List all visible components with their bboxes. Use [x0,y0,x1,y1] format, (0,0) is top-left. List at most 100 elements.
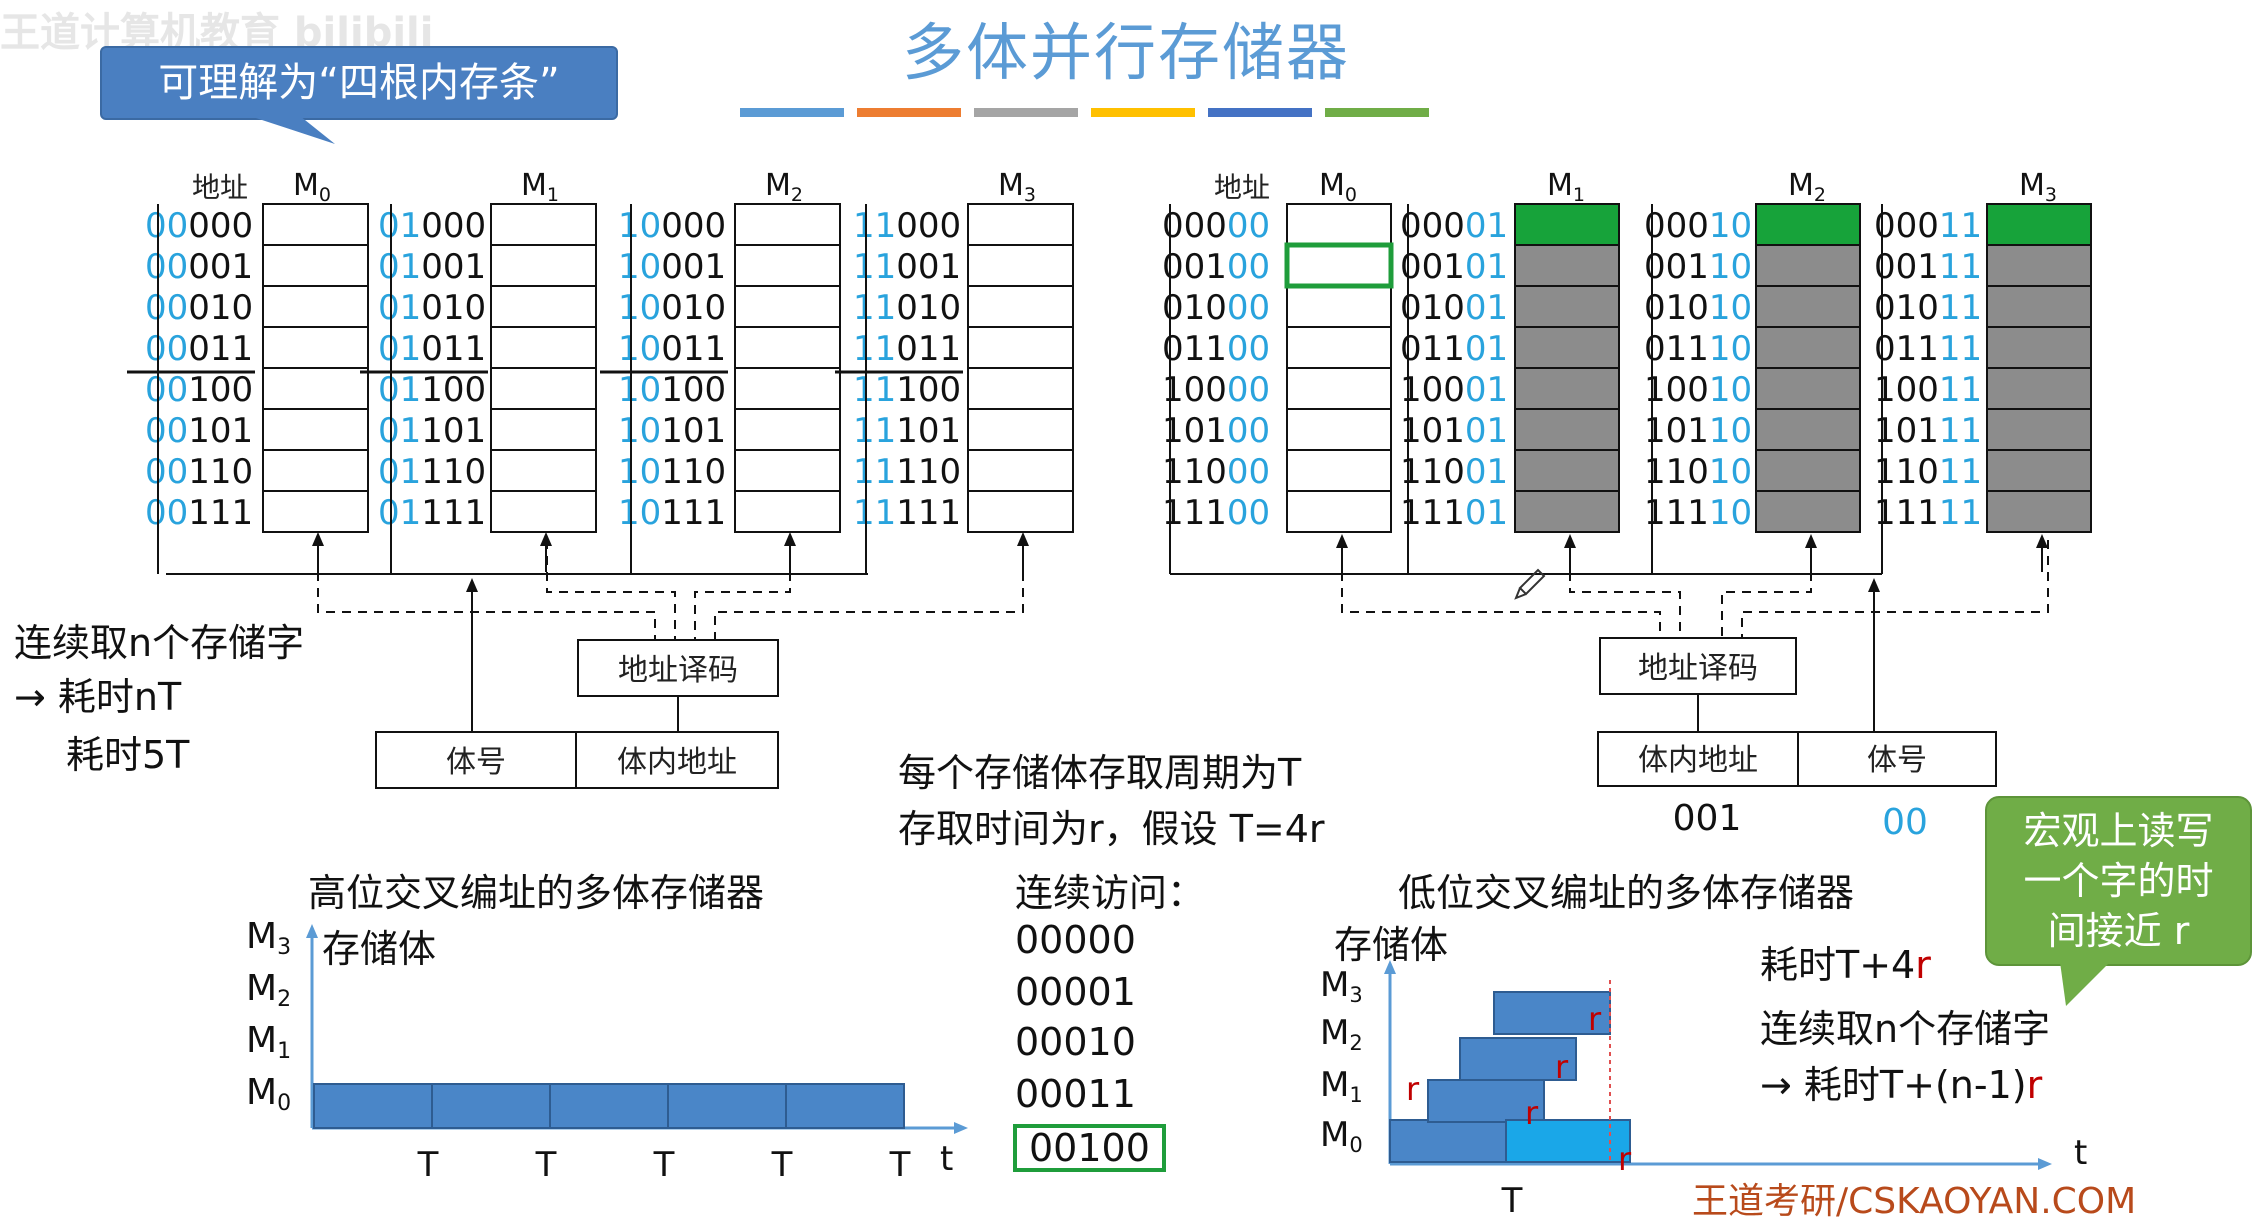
address-label: 10110 [1644,411,1752,451]
address-label: 01110 [1644,329,1752,369]
module-label: M2 [1788,168,1826,206]
address-label: 11001 [853,247,961,287]
tick-label: T [889,1145,911,1185]
memory-cell [967,367,1074,410]
high-timing-ylabel: 存储体 [322,927,437,971]
memory-cell [967,203,1074,246]
memory-cell [490,285,597,328]
memory-cell [967,408,1074,451]
address-label: 00101 [145,411,253,451]
memory-cell [262,244,369,287]
memory-cell [967,326,1074,369]
address-label: 10111 [1874,411,1982,451]
arrow-head [466,578,478,592]
address-label: 11100 [853,370,961,410]
callout-line: 宏观上读写 [2023,809,2214,853]
decode-line [1569,540,1681,640]
address-label: 11110 [1644,493,1752,533]
memory-cell [1286,367,1392,410]
address-label: 11010 [853,288,961,328]
memory-cell [1286,449,1392,492]
memory-cell [1755,449,1861,492]
access-bar [667,1083,787,1129]
address-label: 01100 [1162,329,1270,369]
memory-cell [1286,326,1392,369]
address-label: 00101 [1400,247,1508,287]
r-label: r [1588,1000,1602,1038]
memory-cell [967,490,1074,533]
memory-cell [1514,285,1620,328]
address-label: 01010 [378,288,486,328]
field-label: 体内地址 [617,745,737,780]
y-axis-arrow [306,924,318,938]
memory-cell [490,449,597,492]
address-label: 11111 [853,493,961,533]
callout-four-memory-sticks: 可理解为“四根内存条” [100,46,618,120]
module-label: M1 [521,168,559,206]
address-label: 10101 [618,411,726,451]
memory-cell [1755,203,1861,246]
address-label: 11010 [1644,452,1752,492]
note-time-nT: → 耗时nT [14,675,182,719]
memory-cell [262,326,369,369]
decode-line [1341,540,1661,640]
memory-cell [1514,408,1620,451]
color-bar-segment [857,108,961,117]
access-bar [785,1083,905,1129]
address-label: 00110 [1644,247,1752,287]
memory-cell [1755,367,1861,410]
arrow-head [312,532,324,546]
field-label: 体号 [1867,743,1927,778]
address-label: 01101 [378,411,486,451]
address-label: 11001 [1400,452,1508,492]
arrow-head [784,532,796,546]
address-label: 10000 [618,206,726,246]
address-label: 00000 [1162,206,1270,246]
memory-cell [1514,449,1620,492]
callout-macro-rw-time: 宏观上读写 一个字的时 间接近 r [1985,796,2252,966]
memory-cell [490,408,597,451]
r-label: r [1406,1070,1420,1108]
address-label: 10010 [618,288,726,328]
bank-row-label: M1 [1320,1065,1363,1107]
access-bar [549,1083,669,1129]
memory-cell [1514,244,1620,287]
module-label: M0 [1319,168,1357,206]
memory-cell [1986,326,2092,369]
address-label: 11011 [853,329,961,369]
decode-line [1741,540,2049,640]
access-bar [1459,1037,1577,1081]
memory-cell [1514,490,1620,533]
address-label: 00100 [145,370,253,410]
memory-cell [734,244,841,287]
memory-cell [1514,367,1620,410]
memory-cell [1755,244,1861,287]
tick-label: T [1501,1181,1523,1221]
address-label: 10100 [1162,411,1270,451]
memory-cell [1286,244,1392,287]
field-bank-number [375,731,577,789]
callout-line: 一个字的时 [2023,859,2214,903]
tick-label: T [653,1145,675,1185]
tick-label: T [535,1145,557,1185]
address-label: 11101 [853,411,961,451]
field-in-bank-address [1597,731,1799,787]
addr-header: 地址 [1214,171,1270,204]
note-sequential-words: 连续取n个存储字 [14,621,305,665]
memory-cell [262,203,369,246]
address-label: 01111 [378,493,486,533]
memory-cell [734,326,841,369]
memory-cell [1755,490,1861,533]
address-label: 01011 [1874,288,1982,328]
decoder-label: 地址译码 [1638,651,1758,686]
memory-cell [262,285,369,328]
x-axis-arrow [954,1122,968,1134]
footer-brand: 王道考研/CSKAOYAN.COM [1692,1181,2137,1222]
note-time-5T: 耗时5T [66,733,190,777]
address-label: 00001 [1400,206,1508,246]
arrow-head [1017,532,1029,546]
